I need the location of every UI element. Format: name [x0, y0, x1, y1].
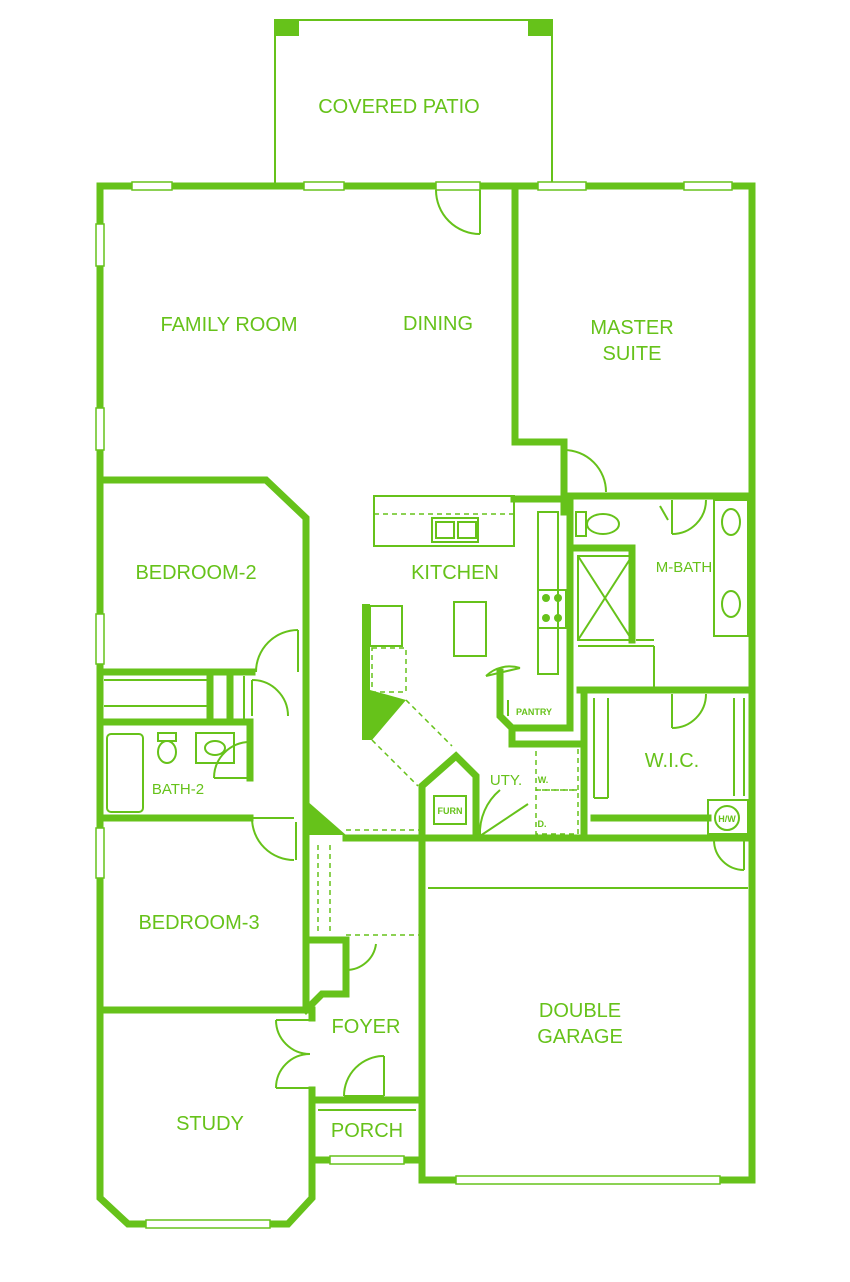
label-foyer: FOYER — [332, 1016, 401, 1038]
label-covered-patio: COVERED PATIO — [318, 96, 480, 118]
label-porch: PORCH — [331, 1120, 403, 1142]
room-labels: COVERED PATIO FAMILY ROOM DINING MASTER … — [135, 96, 736, 1142]
label-furnace: FURN — [438, 806, 463, 816]
label-kitchen: KITCHEN — [411, 562, 499, 584]
label-washer: W. — [538, 775, 549, 785]
label-bedroom-3: BEDROOM-3 — [138, 912, 259, 934]
label-master-suite-2: SUITE — [603, 343, 662, 365]
label-dining: DINING — [403, 313, 473, 335]
bedroom-3-walls — [96, 690, 310, 1014]
covered-patio — [274, 19, 553, 186]
label-pantry: PANTRY — [516, 707, 552, 717]
doors — [213, 189, 745, 1097]
study-foyer-walls — [301, 800, 426, 1164]
label-double-garage-1: DOUBLE — [539, 1000, 621, 1022]
label-bedroom-2: BEDROOM-2 — [135, 562, 256, 584]
label-water-heater: H/W — [718, 814, 736, 824]
label-wic: W.I.C. — [645, 750, 699, 772]
label-family-room: FAMILY ROOM — [160, 314, 297, 336]
master-bath — [566, 499, 756, 694]
label-dryer: D. — [538, 819, 547, 829]
bedroom-2-walls — [96, 476, 310, 839]
bath-2 — [96, 718, 254, 822]
label-m-bath: M-BATH — [656, 559, 712, 576]
label-utility: UTY. — [490, 772, 522, 789]
kitchen — [362, 495, 574, 787]
walk-in-closet — [590, 698, 749, 835]
windows — [95, 181, 733, 1229]
label-double-garage-2: GARAGE — [537, 1026, 623, 1048]
label-master-suite-1: MASTER — [590, 317, 673, 339]
label-bath-2: BATH-2 — [152, 781, 204, 798]
pantry-utility — [418, 665, 756, 842]
label-study: STUDY — [176, 1113, 244, 1135]
